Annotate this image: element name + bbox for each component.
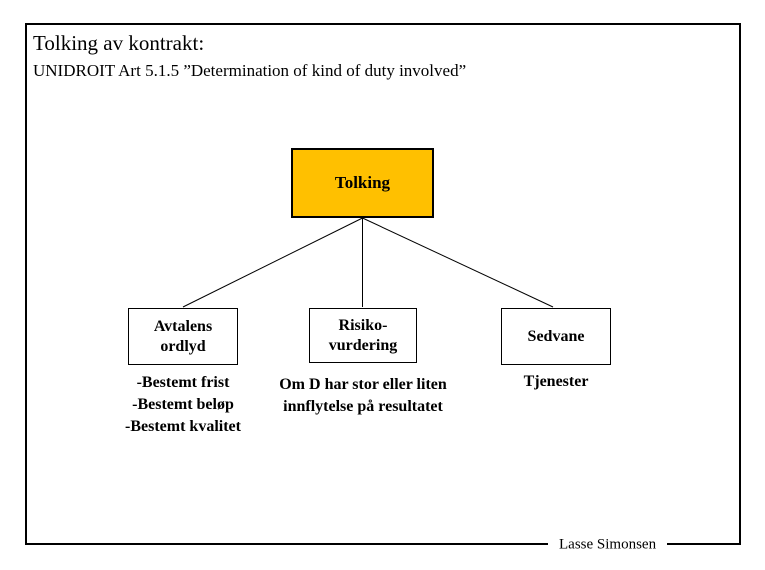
notes-sedvane: Tjenester — [523, 373, 589, 390]
notes-risikovurdering: Om D har stor eller liten innflytelse på… — [279, 376, 447, 415]
node-risikovurdering: Risiko- vurdering — [309, 308, 417, 363]
slide-frame — [25, 23, 741, 545]
slide-title: Tolking av kontrakt: — [33, 31, 205, 55]
footer-author: Lasse Simonsen — [548, 535, 668, 555]
node-sedvane: Sedvane — [501, 308, 611, 365]
notes-avtalens-ordlyd: -Bestemt frist -Bestemt beløp -Bestemt k… — [125, 374, 241, 435]
slide-subtitle: UNIDROIT Art 5.1.5 ”Determination of kin… — [33, 61, 467, 80]
node-avtalens-ordlyd: Avtalens ordlyd — [128, 308, 238, 365]
node-tolking: Tolking — [291, 148, 434, 218]
